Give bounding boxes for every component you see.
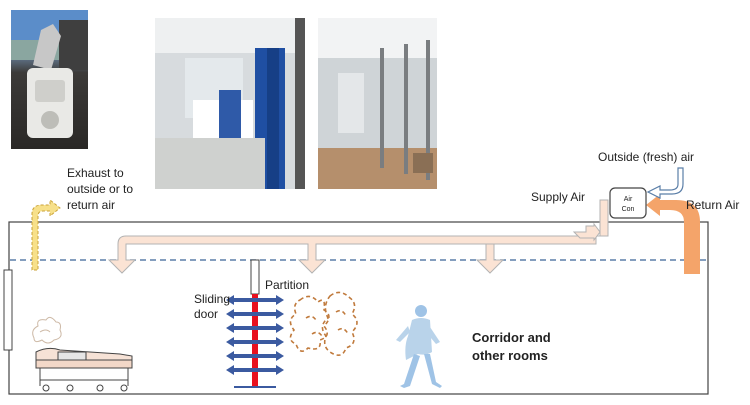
ward-partition-photo — [155, 18, 305, 189]
exhaust-label-line2: outside or to — [67, 182, 134, 196]
aircon-unit — [609, 187, 647, 219]
corridor-glass-rooms-photo — [318, 18, 437, 189]
patient-bed-icon — [35, 347, 133, 392]
supply-air-down-arrow — [572, 222, 601, 242]
sliding-door-label-line2: door — [194, 307, 219, 321]
aircon-label-line2: Con — [622, 206, 635, 213]
exhaust-label-line3: return air — [67, 198, 116, 212]
airflow-leakage-swirls — [289, 291, 358, 356]
exhaust-label-line1: Exhaust to — [67, 166, 124, 180]
corridor-label-line2: other rooms — [472, 348, 548, 363]
room-entry-door — [3, 269, 13, 351]
supply-air-duct — [107, 199, 609, 274]
sliding-door-arrows — [232, 298, 278, 372]
sliding-door-arrowheads — [226, 295, 284, 375]
patient-exhalation-cloud — [32, 316, 62, 344]
supply-air-branch-right — [475, 243, 505, 274]
walking-person-icon — [396, 305, 442, 388]
aircon-label-line1: Air — [624, 196, 633, 203]
outside-air-arrow — [646, 167, 684, 199]
outside-air-label: Outside (fresh) air — [598, 150, 695, 164]
partition-label: Partition — [265, 278, 310, 292]
corridor-label-line1: Corridor and — [472, 330, 551, 345]
sliding-door-label-line1: Sliding — [194, 292, 231, 306]
supply-air-label: Supply Air — [531, 190, 586, 204]
partition-post — [250, 259, 260, 295]
exhaust-arrow — [31, 198, 61, 271]
portable-air-unit-photo — [11, 10, 88, 149]
return-air-arrow — [646, 194, 700, 274]
return-air-label: Return Air — [686, 198, 740, 212]
